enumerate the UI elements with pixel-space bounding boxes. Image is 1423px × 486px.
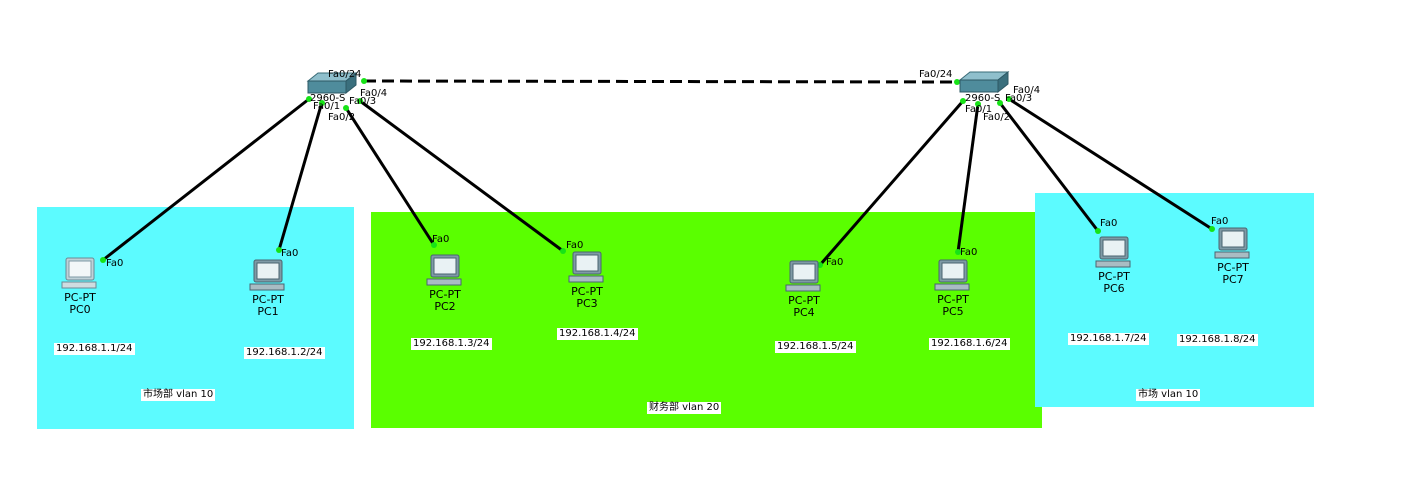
port-label: Fa0 xyxy=(960,247,978,258)
link-sw1-pc7[interactable] xyxy=(1008,97,1213,231)
port-dot xyxy=(960,98,966,104)
port-label: Fa0/3 xyxy=(1005,93,1033,104)
pc-name: PC5 xyxy=(942,305,964,318)
port-dot xyxy=(954,79,960,85)
port-label: Fa0/24 xyxy=(919,69,953,80)
link-sw0-pc3[interactable] xyxy=(359,99,564,253)
pc-node-1[interactable]: PC-PT PC1 xyxy=(246,258,290,318)
port-label: Fa0/2 xyxy=(328,112,356,123)
pc-name: PC0 xyxy=(69,303,91,316)
pc-icon xyxy=(1214,227,1250,259)
switch-name: 2960-S xyxy=(310,93,346,104)
ip-address: 192.168.1.8/24 xyxy=(1177,334,1258,346)
switch-icon xyxy=(306,71,358,95)
ip-address: 192.168.1.1/24 xyxy=(54,343,135,355)
port-label: Fa0 xyxy=(826,257,844,268)
port-label: Fa0 xyxy=(566,240,584,251)
pc-type: PC-PT xyxy=(788,294,820,307)
zone-market-vlan10-right: 市场 vlan 10 xyxy=(1035,193,1314,407)
port-dot xyxy=(343,105,349,111)
pc-name: PC4 xyxy=(793,306,815,319)
pc-name: PC7 xyxy=(1222,273,1244,286)
pc-name: PC6 xyxy=(1103,282,1125,295)
port-label: Fa0 xyxy=(106,258,124,269)
pc-type: PC-PT xyxy=(1098,270,1130,283)
pc-node-6[interactable]: PC-PT PC6 xyxy=(1092,235,1136,295)
switch-icon xyxy=(958,70,1010,94)
port-label: Fa0 xyxy=(1100,218,1118,229)
ip-address: 192.168.1.7/24 xyxy=(1068,333,1149,345)
port-label: Fa0 xyxy=(1211,216,1229,227)
port-label: Fa0/3 xyxy=(349,96,377,107)
port-label: Fa0 xyxy=(432,234,450,245)
zone-market-vlan10-left: 市场部 vlan 10 xyxy=(37,207,354,429)
zone-label: 市场部 vlan 10 xyxy=(141,389,216,401)
pc-node-7[interactable]: PC-PT PC7 xyxy=(1211,226,1255,286)
port-label: Fa0/4 xyxy=(1013,85,1041,96)
port-label: Fa0/1 xyxy=(965,104,993,115)
pc-icon xyxy=(426,254,462,286)
port-label: Fa0/2 xyxy=(983,112,1011,123)
ip-address: 192.168.1.5/24 xyxy=(775,341,856,353)
pc-icon xyxy=(568,251,604,283)
pc-node-3[interactable]: PC-PT PC3 xyxy=(565,250,609,310)
link-sw1-pc5[interactable] xyxy=(956,103,980,253)
zone-finance-vlan20: 财务部 vlan 20 xyxy=(371,212,1042,428)
pc-node-0[interactable]: PC-PT PC0 xyxy=(58,256,102,316)
switch-0[interactable] xyxy=(306,71,358,97)
link-sw0-pc1[interactable] xyxy=(277,101,324,251)
pc-node-2[interactable]: PC-PT PC2 xyxy=(423,253,467,313)
link-sw0-pc2[interactable] xyxy=(344,107,436,246)
pc-type: PC-PT xyxy=(429,288,461,301)
trunk-link[interactable] xyxy=(363,79,958,84)
port-dot xyxy=(955,249,961,255)
port-dot xyxy=(361,78,367,84)
pc-type: PC-PT xyxy=(937,293,969,306)
port-dot xyxy=(100,257,106,263)
port-dot xyxy=(560,248,566,254)
pc-node-4[interactable]: PC-PT PC4 xyxy=(782,259,826,319)
pc-icon xyxy=(249,259,285,291)
port-dot xyxy=(357,98,363,104)
pc-icon xyxy=(785,260,821,292)
port-dot xyxy=(1209,226,1215,232)
pc-type: PC-PT xyxy=(1217,261,1249,274)
port-dot xyxy=(319,100,325,106)
ip-address: 192.168.1.3/24 xyxy=(411,338,492,350)
port-label: Fa0/1 xyxy=(313,101,341,112)
ip-address: 192.168.1.4/24 xyxy=(557,328,638,340)
port-dot xyxy=(975,101,981,107)
switch-name: 2960-S xyxy=(965,93,1001,104)
ip-address: 192.168.1.6/24 xyxy=(929,338,1010,350)
port-dot xyxy=(997,100,1003,106)
pc-type: PC-PT xyxy=(64,291,96,304)
pc-icon xyxy=(61,257,97,289)
link-sw1-pc6[interactable] xyxy=(998,102,1100,232)
pc-icon xyxy=(934,259,970,291)
switch-1[interactable] xyxy=(958,70,1010,96)
port-label: Fa0/4 xyxy=(360,88,388,99)
pc-type: PC-PT xyxy=(571,285,603,298)
zone-label: 财务部 vlan 20 xyxy=(647,402,722,414)
pc-name: PC2 xyxy=(434,300,456,313)
port-dot xyxy=(306,96,312,102)
link-sw0-pc0[interactable] xyxy=(102,97,310,262)
ip-address: 192.168.1.2/24 xyxy=(244,347,325,359)
port-dot xyxy=(431,242,437,248)
port-dot xyxy=(1095,228,1101,234)
port-dot xyxy=(1006,96,1012,102)
port-label: Fa0 xyxy=(281,248,299,259)
pc-type: PC-PT xyxy=(252,293,284,306)
link-sw1-pc4[interactable] xyxy=(818,100,965,266)
zone-label: 市场 vlan 10 xyxy=(1136,389,1201,401)
port-label: Fa0/24 xyxy=(328,69,362,80)
pc-node-5[interactable]: PC-PT PC5 xyxy=(931,258,975,318)
pc-icon xyxy=(1095,236,1131,268)
pc-name: PC3 xyxy=(576,297,598,310)
port-dot xyxy=(276,247,282,253)
pc-name: PC1 xyxy=(257,305,279,318)
